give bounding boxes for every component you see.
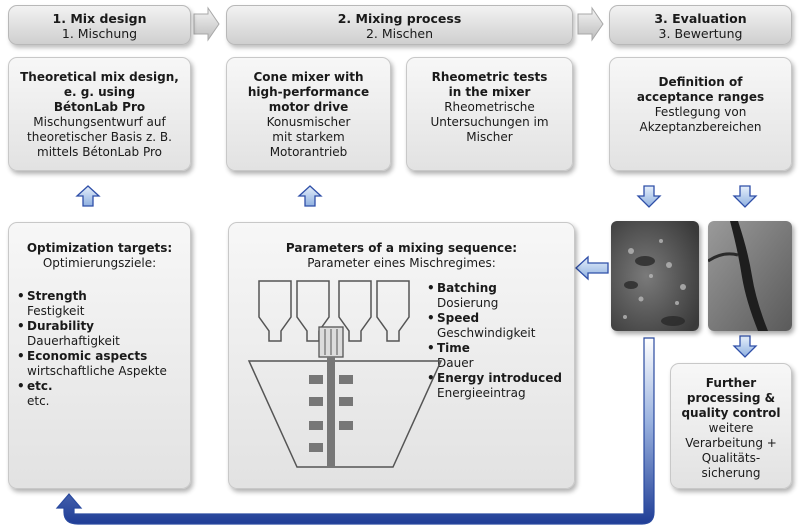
cone-mixer-title: Cone mixer with bbox=[253, 70, 364, 84]
list-item-de: Dosierung bbox=[437, 296, 499, 310]
mix-design-text: theoretischer Basis z. B. bbox=[27, 130, 172, 144]
concrete-photo-right bbox=[708, 221, 792, 331]
mix-design-box: Theoretical mix design, e. g. using Béto… bbox=[8, 57, 191, 171]
further-text: Qualitäts- bbox=[701, 451, 761, 465]
arrow-down-icon bbox=[636, 185, 662, 208]
rheometric-text: Untersuchungen im bbox=[430, 115, 549, 129]
optimization-box: Optimization targets: Optimierungsziele:… bbox=[8, 222, 191, 489]
arrow-left-icon bbox=[575, 255, 609, 281]
chevron-arrow-icon bbox=[577, 6, 604, 42]
list-item-de: etc. bbox=[27, 394, 50, 408]
acceptance-title: Definition of bbox=[658, 75, 743, 89]
cone-mixer-text: mit starkem bbox=[272, 130, 345, 144]
list-item: Batching bbox=[427, 281, 562, 296]
header-subtitle: 3. Bewertung bbox=[658, 26, 743, 41]
acceptance-text: Akzeptanzbereichen bbox=[639, 120, 762, 134]
feedback-loop-arrow bbox=[55, 337, 655, 525]
list-item: Strength bbox=[17, 289, 190, 304]
cone-mixer-title: high-performance bbox=[247, 85, 370, 99]
header-subtitle: 1. Mischung bbox=[61, 26, 138, 41]
list-item-de: wirtschaftliche Aspekte bbox=[27, 364, 167, 378]
further-title: processing & bbox=[686, 391, 776, 405]
arrow-up-icon bbox=[75, 185, 101, 207]
arrow-down-icon bbox=[732, 185, 758, 208]
mix-design-title: BétonLab Pro bbox=[53, 100, 146, 114]
header-mixing-process: 2. Mixing process 2. Mischen bbox=[226, 5, 573, 45]
list-item-de: Festigkeit bbox=[27, 304, 85, 318]
list-item-de: Geschwindigkeit bbox=[437, 326, 536, 340]
mix-design-text: Mischungsentwurf auf bbox=[33, 115, 166, 129]
header-subtitle: 2. Mischen bbox=[365, 26, 434, 41]
rheometric-text: Rheometrische bbox=[444, 100, 535, 114]
header-evaluation: 3. Evaluation 3. Bewertung bbox=[609, 5, 792, 45]
list-item: etc. bbox=[17, 379, 190, 394]
parameters-title: Parameters of a mixing sequence: bbox=[285, 241, 518, 255]
chevron-arrow-icon bbox=[193, 6, 220, 42]
list-item: Economic aspects bbox=[17, 349, 190, 364]
acceptance-title: acceptance ranges bbox=[636, 90, 765, 104]
list-item: Durability bbox=[17, 319, 190, 334]
list-item: Speed bbox=[427, 311, 562, 326]
optimization-subtitle: Optimierungsziele: bbox=[42, 256, 157, 270]
cone-mixer-text: Konusmischer bbox=[266, 115, 351, 129]
further-processing-box: Further processing & quality control wei… bbox=[670, 363, 792, 489]
parameters-subtitle: Parameter eines Mischregimes: bbox=[307, 256, 496, 270]
concrete-photo-left bbox=[611, 221, 699, 331]
header-title: 2. Mixing process bbox=[337, 11, 462, 26]
rheometric-title: in the mixer bbox=[448, 85, 531, 99]
header-mix-design: 1. Mix design 1. Mischung bbox=[8, 5, 191, 45]
list-item-de: Dauerhaftigkeit bbox=[27, 334, 120, 348]
cone-mixer-title: motor drive bbox=[268, 100, 349, 114]
cone-mixer-box: Cone mixer with high-performance motor d… bbox=[226, 57, 391, 171]
cone-mixer-text: Motorantrieb bbox=[269, 145, 348, 159]
arrow-up-icon bbox=[297, 185, 323, 207]
further-text: sicherung bbox=[701, 466, 761, 480]
further-title: quality control bbox=[681, 406, 781, 420]
mix-design-title: e. g. using bbox=[63, 85, 136, 99]
optimization-title: Optimization targets: bbox=[26, 241, 173, 255]
list-item: Energy introduced bbox=[427, 371, 562, 386]
list-item: Time bbox=[427, 341, 562, 356]
mix-design-text: mittels BétonLab Pro bbox=[37, 145, 162, 159]
mix-design-title: Theoretical mix design, bbox=[20, 70, 179, 84]
list-item-de: Energieeintrag bbox=[437, 386, 526, 400]
arrow-down-icon bbox=[732, 335, 758, 358]
header-title: 1. Mix design bbox=[52, 11, 147, 26]
further-title: Further bbox=[705, 376, 757, 390]
parameters-box: Parameters of a mixing sequence: Paramet… bbox=[228, 222, 575, 489]
further-text: Verarbeitung + bbox=[685, 436, 777, 450]
header-title: 3. Evaluation bbox=[654, 11, 747, 26]
list-item-de: Dauer bbox=[437, 356, 474, 370]
acceptance-box: Definition of acceptance ranges Festlegu… bbox=[609, 57, 792, 171]
rheometric-title: Rheometric tests bbox=[431, 70, 548, 84]
acceptance-text: Festlegung von bbox=[654, 105, 747, 119]
rheometric-box: Rheometric tests in the mixer Rheometris… bbox=[406, 57, 573, 171]
further-text: weitere bbox=[708, 421, 754, 435]
cone-mixer-schematic bbox=[247, 280, 443, 468]
rheometric-text: Mischer bbox=[466, 130, 513, 144]
